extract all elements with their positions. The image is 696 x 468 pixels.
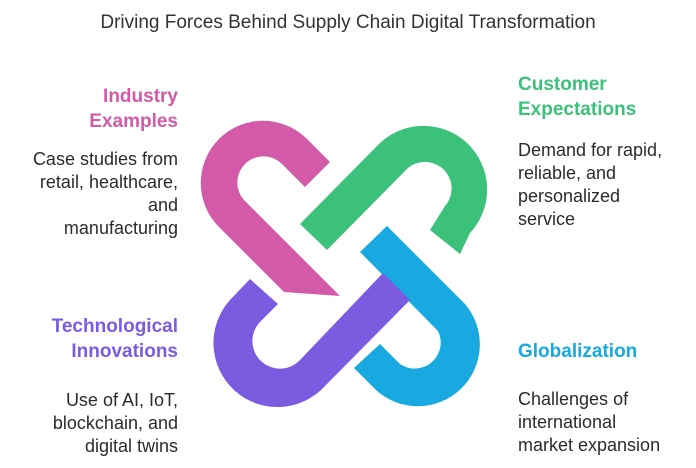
heading-line: Technological: [51, 316, 178, 337]
globalization-link-shape: [354, 226, 480, 407]
heading-line: Examples: [89, 111, 178, 132]
customer-expectations-description: Demand for rapid, reliable, and personal…: [518, 139, 693, 231]
description-line: reliable, and: [518, 163, 617, 183]
globalization-block: Globalization Challenges of internationa…: [518, 339, 693, 457]
heading-line: Expectations: [518, 99, 637, 120]
heading-line: Industry: [103, 86, 178, 107]
technological-innovations-heading: Technological Innovations: [0, 314, 178, 364]
description-line: market expansion: [518, 435, 661, 455]
description-line: Use of AI, IoT,: [65, 390, 178, 410]
heading-line: Innovations: [71, 341, 178, 362]
description-line: blockchain, and: [52, 413, 178, 433]
diagram-title: Driving Forces Behind Supply Chain Digit…: [100, 12, 596, 33]
description-line: manufacturing: [63, 218, 178, 238]
heading-line: Customer: [518, 74, 607, 95]
description-line: personalized: [518, 186, 621, 206]
technology-link-shape: [213, 273, 410, 408]
description-line: Case studies from: [32, 149, 178, 169]
industry-link-shape: [200, 120, 340, 297]
globalization-heading: Globalization: [518, 339, 693, 364]
description-line: international: [518, 412, 617, 432]
technological-innovations-description: Use of AI, IoT, blockchain, and digital …: [0, 389, 178, 458]
industry-examples-description: Case studies from retail, healthcare, an…: [0, 148, 178, 240]
customer-expectations-heading: Customer Expectations: [518, 72, 693, 122]
heading-line: Globalization: [518, 341, 638, 362]
industry-examples-heading: Industry Examples: [0, 84, 178, 134]
technological-innovations-block: Technological Innovations Use of AI, IoT…: [0, 314, 178, 458]
description-line: Challenges of: [518, 389, 629, 409]
description-line: retail, healthcare,: [39, 172, 178, 192]
description-line: digital twins: [84, 436, 178, 456]
industry-examples-block: Industry Examples Case studies from reta…: [0, 84, 178, 240]
globalization-description: Challenges of international market expan…: [518, 388, 693, 457]
customer-expectations-block: Customer Expectations Demand for rapid, …: [518, 72, 693, 231]
customer-link-shape: [300, 125, 488, 254]
description-line: and: [147, 195, 178, 215]
description-line: service: [518, 209, 576, 229]
description-line: Demand for rapid,: [518, 140, 663, 160]
